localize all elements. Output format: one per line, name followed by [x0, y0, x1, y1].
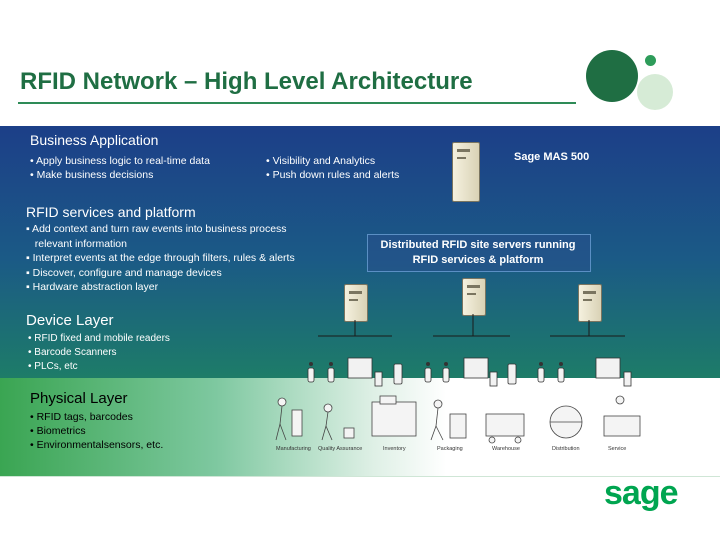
stage-caption-inventory: Inventory — [383, 446, 406, 452]
stage-caption-manufacturing: Manufacturing — [276, 446, 311, 452]
sage-logo: sage — [604, 474, 678, 513]
stage-caption-distribution: Distribution — [552, 446, 580, 452]
stage-caption-warehouse: Warehouse — [492, 446, 520, 452]
stage-caption-quality: Quality Assurance — [318, 446, 362, 452]
stage-caption-packaging: Packaging — [437, 446, 463, 452]
stage-caption-service: Service — [608, 446, 626, 452]
